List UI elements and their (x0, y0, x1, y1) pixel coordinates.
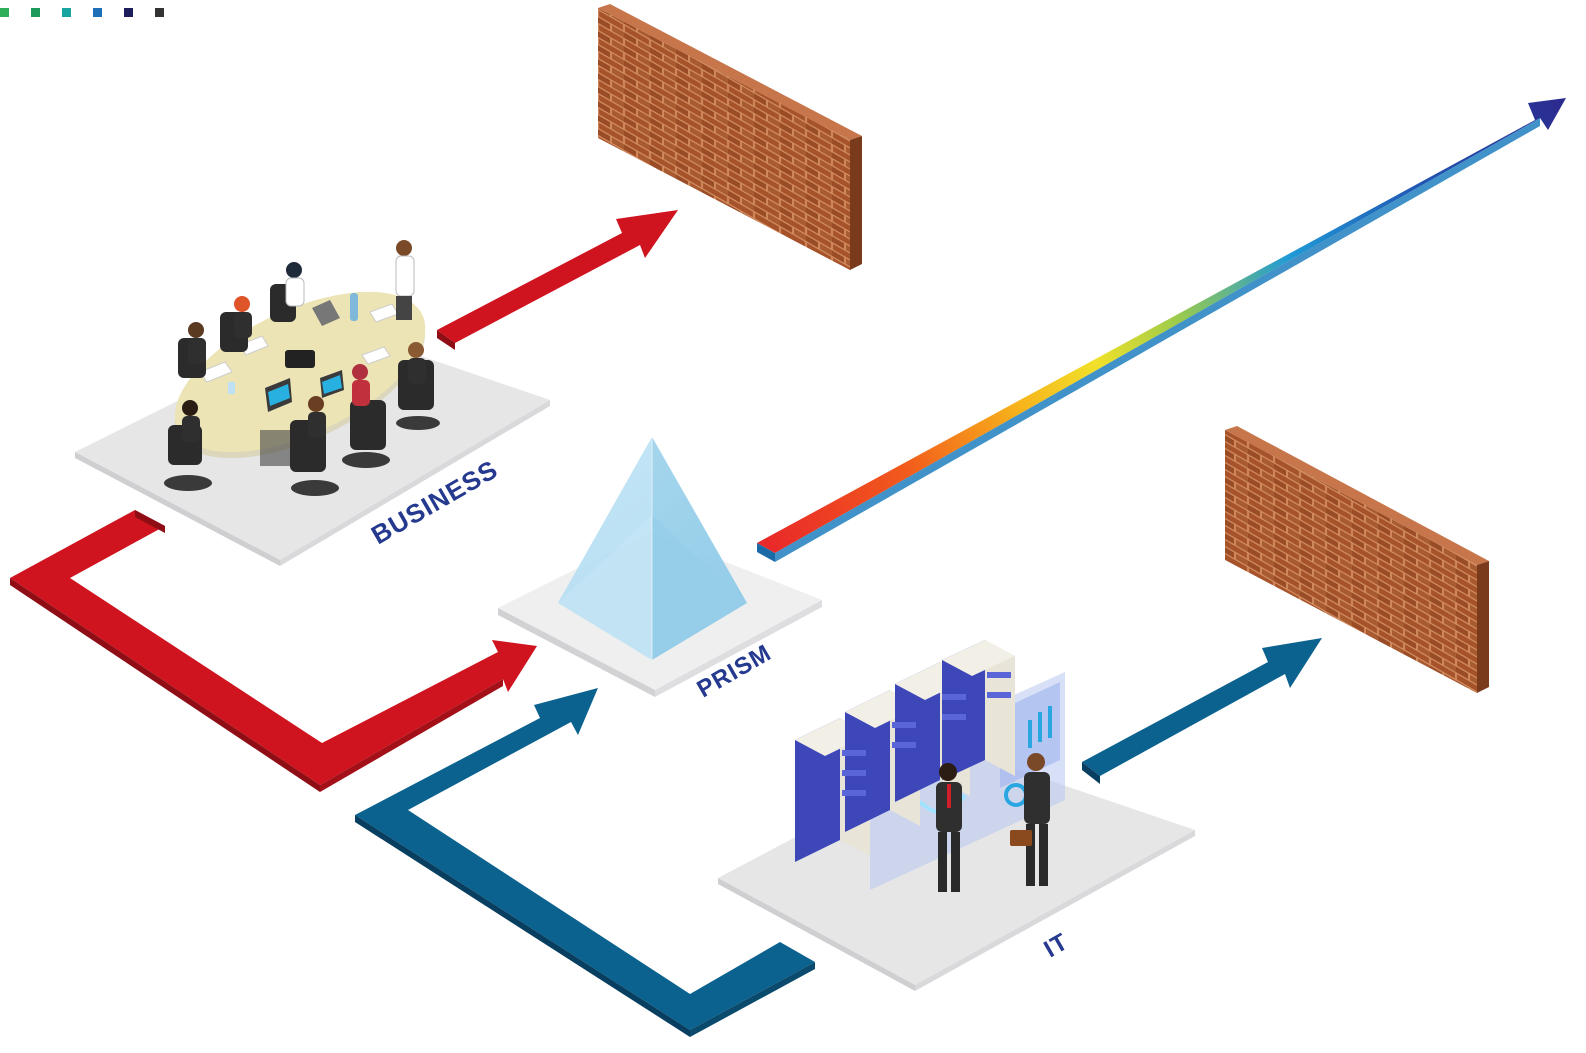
it-label: IT (1040, 928, 1074, 963)
brick-wall-top (598, 4, 862, 270)
legend-dot (124, 8, 133, 17)
meeting-table-illustration (164, 240, 440, 496)
it-to-wall-arrow (1082, 638, 1322, 784)
it-to-prism-arrow (355, 688, 815, 1037)
legend-dot (155, 8, 164, 17)
business-to-wall-arrow (437, 210, 678, 350)
business-to-prism-arrow (10, 510, 537, 792)
brick-wall-right (1225, 426, 1489, 693)
server-rack-illustration (795, 640, 1065, 892)
prism-icon (558, 437, 747, 660)
legend-dot (62, 8, 71, 17)
legend-dot (93, 8, 102, 17)
legend-dot (31, 8, 40, 17)
spectrum-arrow (757, 98, 1566, 562)
legend-dot (0, 8, 9, 17)
